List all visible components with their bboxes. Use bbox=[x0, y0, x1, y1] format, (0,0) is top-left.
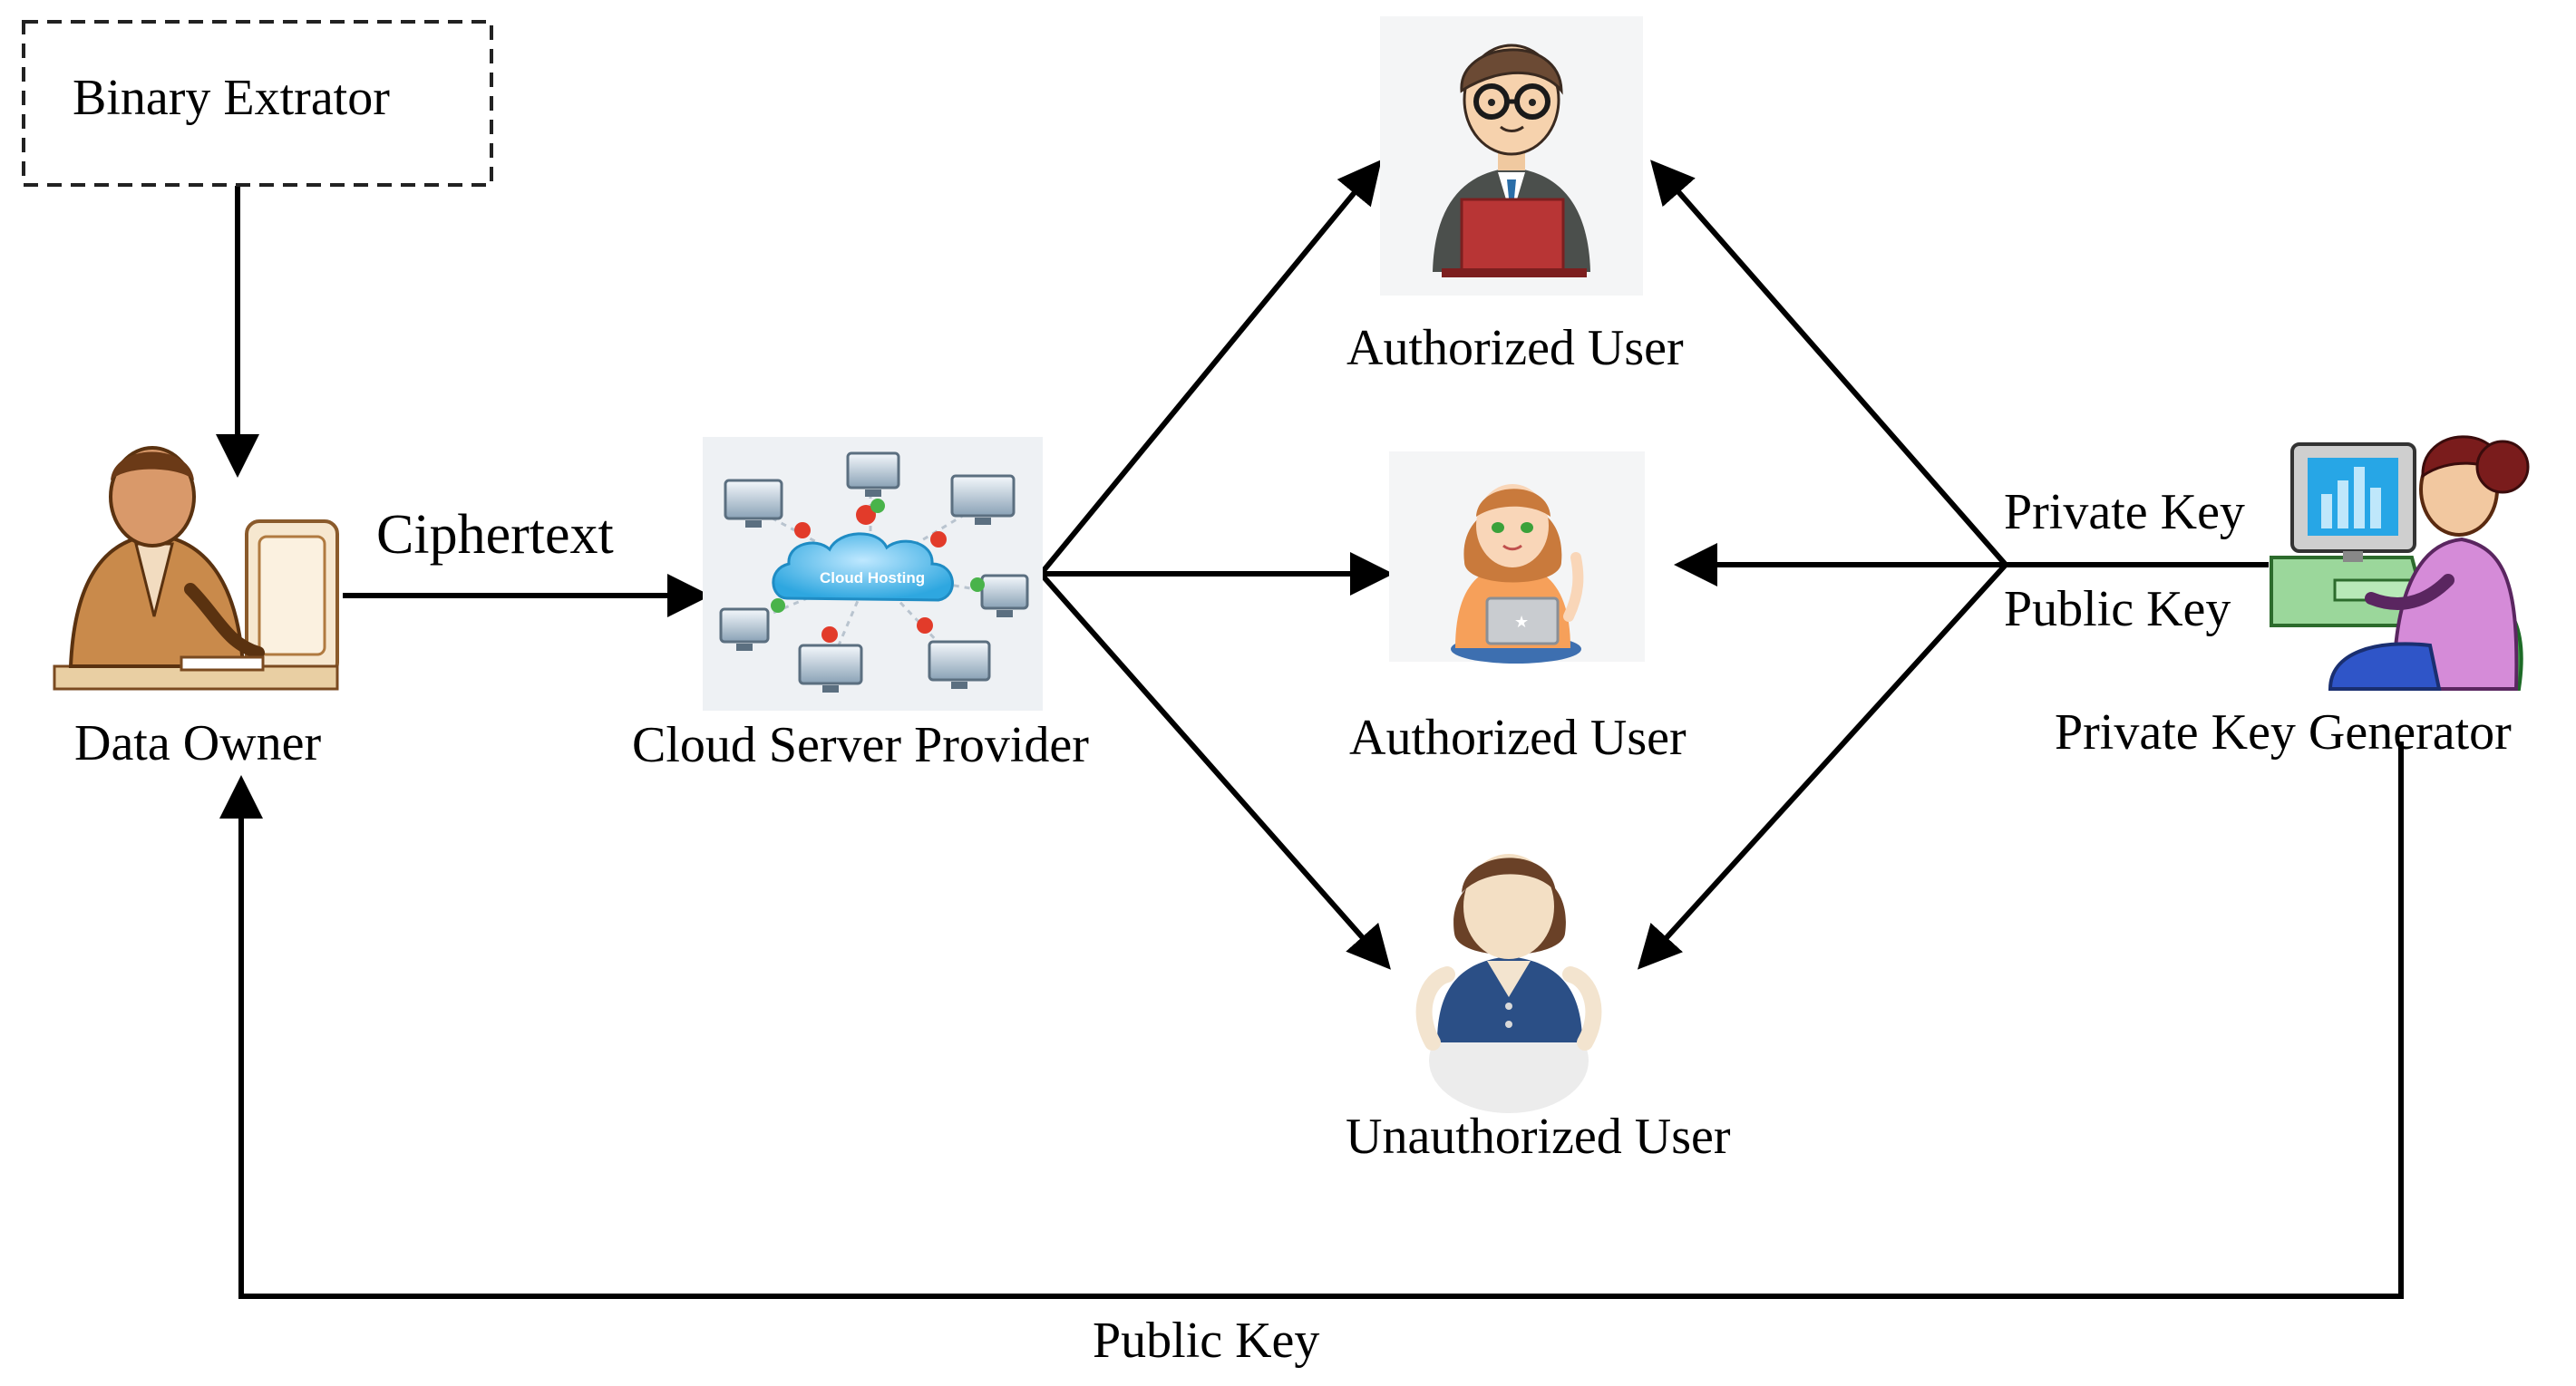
public-key-label-bottom: Public Key bbox=[1093, 1313, 1319, 1369]
data-owner-icon bbox=[53, 446, 339, 691]
private-key-generator-label: Private Key Generator bbox=[2055, 704, 2512, 761]
cloud-server-provider-label: Cloud Server Provider bbox=[632, 717, 1089, 773]
cloud-hosting-icon: Cloud Hosting bbox=[703, 437, 1043, 711]
authorized-user-1-icon bbox=[1380, 16, 1643, 296]
edge-pkg-to-auth1 bbox=[1650, 160, 2008, 567]
data-owner-label: Data Owner bbox=[74, 715, 321, 771]
public-key-label-right: Public Key bbox=[2004, 581, 2231, 637]
edge-cloud-to-unauth bbox=[1038, 572, 1391, 970]
unauthorized-user-icon bbox=[1415, 854, 1602, 1113]
unauthorized-user-label: Unauthorized User bbox=[1346, 1109, 1731, 1165]
private-key-label: Private Key bbox=[2004, 484, 2245, 540]
authorized-user-2-icon: ★ bbox=[1389, 451, 1645, 664]
authorized-user-2-label: Authorized User bbox=[1349, 710, 1687, 766]
edge-cloud-to-auth1 bbox=[1038, 160, 1382, 576]
ciphertext-label: Ciphertext bbox=[376, 504, 614, 566]
binary-extractor-label: Binary Extrator bbox=[73, 70, 390, 126]
edge-public-key-loop bbox=[219, 741, 2404, 1299]
cloud-hosting-text: Cloud Hosting bbox=[820, 569, 925, 586]
binary-extractor-box bbox=[22, 20, 493, 187]
svg-text:★: ★ bbox=[1514, 613, 1529, 632]
edge-pkg-to-unauth bbox=[1637, 562, 2008, 970]
authorized-user-1-label: Authorized User bbox=[1346, 320, 1684, 376]
private-key-generator-icon bbox=[2270, 435, 2530, 691]
